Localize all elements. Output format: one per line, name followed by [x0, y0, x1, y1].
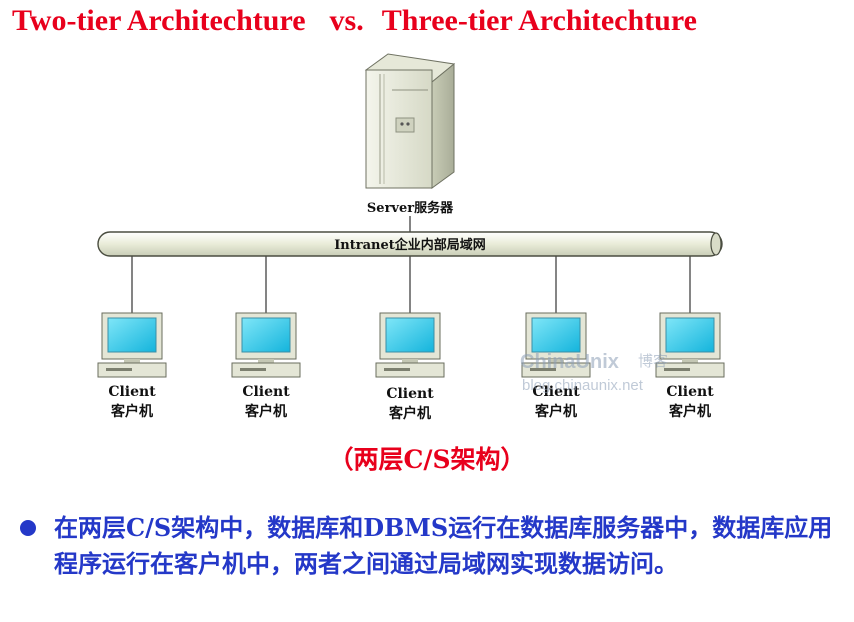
diagram-caption: （两层C/S架构） [328, 445, 526, 474]
bullet-dot-icon [20, 520, 36, 536]
client-label-cn: 客户机 [388, 405, 431, 422]
client-label-cn: 客户机 [110, 403, 153, 420]
bullet-point: 在两层C/S架构中，数据库和DBMS运行在数据库服务器中，数据库应用程序运行在客… [14, 510, 844, 582]
client-computer-icon [655, 312, 725, 378]
chinaunix-watermark: ChinaUnix 博客 blog.chinaunix.net [520, 351, 668, 394]
client-computer-icon [231, 312, 301, 378]
client-label: Client [386, 386, 434, 402]
title-two-tier: Two-tier Architechture [12, 4, 306, 37]
client-computer-icon [97, 312, 167, 378]
slide-title: Two-tier Architechture vs. Three-tier Arch… [12, 4, 842, 38]
bullet-text: 在两层C/S架构中，数据库和DBMS运行在数据库服务器中，数据库应用程序运行在客… [54, 513, 833, 578]
server-icon [364, 53, 456, 189]
client-label: Client [666, 384, 714, 400]
intranet-label: Intranet企业内部局域网 [334, 237, 486, 253]
server-label: Server服务器 [367, 200, 454, 216]
client-label-cn: 客户机 [668, 403, 711, 420]
client-computer-icon [375, 312, 445, 378]
client-label-cn: 客户机 [534, 403, 577, 420]
client-label-cn: 客户机 [244, 403, 287, 420]
intranet-bus [97, 231, 723, 257]
client-label: Client [242, 384, 290, 400]
client-label: Client [108, 384, 156, 400]
title-vs: vs. [329, 4, 364, 37]
watermark-brand: ChinaUnix [520, 351, 619, 373]
watermark-blog: 博客 [638, 352, 668, 370]
title-three-tier: Three-tier Architechture [381, 4, 697, 37]
watermark-url: blog.chinaunix.net [522, 377, 644, 394]
client-links [131, 256, 691, 316]
client-label: Client [532, 384, 580, 400]
client-computer-icon [521, 312, 591, 378]
